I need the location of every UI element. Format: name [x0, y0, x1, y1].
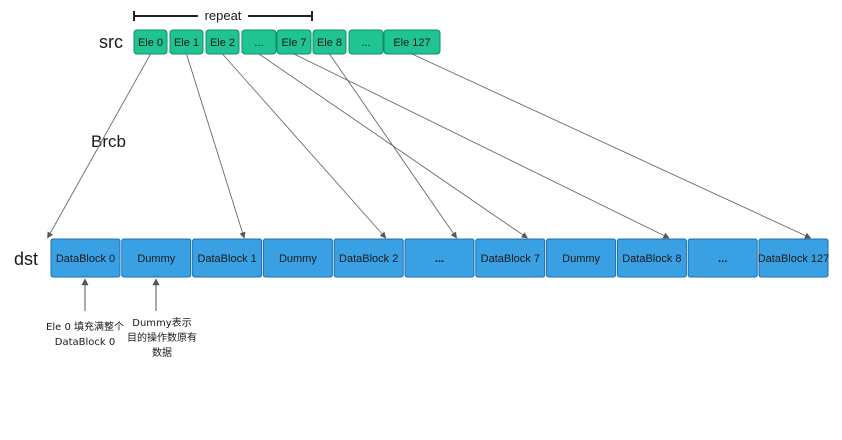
src-cell-ele-0-0: Ele 0 — [133, 29, 168, 55]
repeat-bracket: repeat — [133, 7, 313, 23]
src-cell-label: ... — [361, 37, 370, 49]
dst-cell-datablock-7-6: DataBlock 7 — [475, 238, 546, 278]
src-cell-ellipsis-6: ... — [348, 29, 384, 55]
src-cell-label: ... — [254, 37, 263, 49]
dst-cell-ellipsis-5: ... — [404, 238, 475, 278]
dst-cell-label: Dummy — [562, 253, 600, 265]
dst-cell-label: ... — [435, 253, 444, 265]
mapping-arrow — [186, 53, 246, 239]
dst-cell-ellipsis-9: ... — [687, 238, 758, 278]
src-cell-ellipsis-3: ... — [241, 29, 277, 55]
mapping-arrows — [47, 53, 812, 239]
dst-cell-datablock-0-0: DataBlock 0 — [50, 238, 121, 278]
mapping-arrow — [293, 53, 670, 239]
src-cell-label: Ele 7 — [281, 37, 306, 49]
src-cell-ele-8-5: Ele 8 — [312, 29, 347, 55]
dst-cell-dummy-7: Dummy — [546, 238, 617, 278]
dst-cell-dummy-3: Dummy — [262, 238, 333, 278]
dummy-note-line-2: 目的操作数原有 — [127, 331, 197, 344]
dummy-note-line-1: Dummy表示 — [132, 316, 191, 329]
src-cell-ele-2-2: Ele 2 — [205, 29, 240, 55]
datablock-note-line-1: Ele 0 填充满整个 — [46, 320, 124, 333]
src-cell-label: Ele 127 — [393, 37, 430, 49]
dst-cell-label: DataBlock 127 — [758, 253, 830, 265]
src-row: Ele 0 Ele 1 Ele 2... Ele 7 Ele 8... Ele 127 — [133, 29, 441, 55]
dst-cell-label: DataBlock 0 — [56, 253, 115, 265]
dst-row: DataBlock 0 Dummy DataBlock 1 Dummy DataBloc… — [50, 238, 830, 278]
mapping-arrow — [222, 53, 387, 239]
dst-cell-datablock-127-10: DataBlock 127 — [758, 238, 830, 278]
src-cell-ele-127-7: Ele 127 — [383, 29, 441, 55]
dst-cell-label: DataBlock 7 — [481, 253, 540, 265]
dummy-note-line-3: 数据 — [152, 346, 172, 359]
dst-cell-datablock-2-4: DataBlock 2 — [333, 238, 404, 278]
src-cell-label: Ele 0 — [138, 37, 163, 49]
repeat-label: repeat — [205, 8, 242, 23]
dst-cell-label: DataBlock 2 — [339, 253, 398, 265]
src-cell-label: Ele 2 — [210, 37, 235, 49]
dst-cell-datablock-1-2: DataBlock 1 — [192, 238, 263, 278]
src-cell-ele-1-1: Ele 1 — [169, 29, 204, 55]
dst-cell-label: DataBlock 1 — [197, 253, 256, 265]
dst-cell-label: Dummy — [137, 253, 175, 265]
mapping-arrow — [47, 53, 151, 239]
dst-cell-label: ... — [718, 253, 727, 265]
dst-cell-datablock-8-8: DataBlock 8 — [616, 238, 687, 278]
dst-row-label: dst — [14, 249, 38, 269]
src-cell-ele-7-4: Ele 7 — [276, 29, 312, 55]
mapping-arrow — [329, 53, 457, 239]
brcb-operation-label: Brcb — [91, 132, 126, 151]
src-cell-label: Ele 1 — [174, 37, 199, 49]
src-cell-label: Ele 8 — [317, 37, 342, 49]
mapping-arrow — [411, 53, 812, 239]
dst-cell-label: DataBlock 8 — [622, 253, 681, 265]
dst-cell-label: Dummy — [279, 253, 317, 265]
dst-cell-dummy-1: Dummy — [121, 238, 192, 278]
datablock-note-line-2: DataBlock 0 — [55, 337, 115, 348]
src-row-label: src — [99, 32, 123, 52]
